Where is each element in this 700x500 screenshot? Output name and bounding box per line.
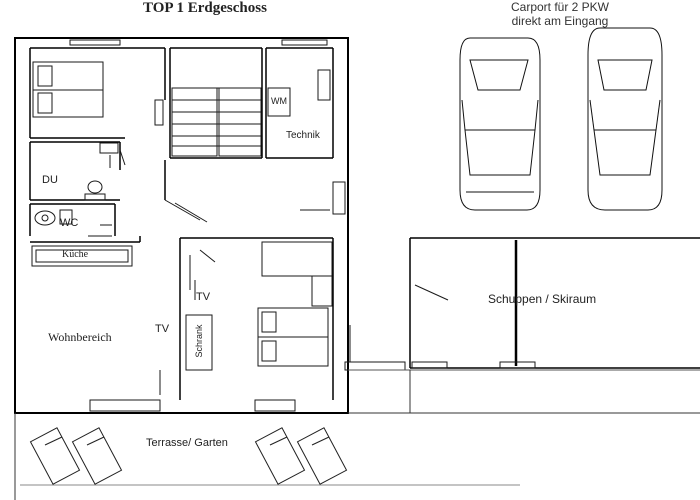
window-icon: [69, 39, 406, 412]
interior-walls: [29, 47, 334, 400]
sunlounger-icon: [29, 427, 348, 485]
room-label-kueche: Küche: [62, 249, 89, 260]
room-label-terrasse: Terrasse/ Garten: [146, 437, 228, 449]
garden-boundary: [14, 369, 700, 500]
carport-line1: Carport für 2 PKW: [510, 0, 610, 14]
door-icon: [100, 149, 449, 395]
room-label-du: DU: [42, 174, 58, 186]
bed-icon: [32, 61, 104, 118]
room-label-schuppen: Schuppen / Skiraum: [488, 292, 597, 306]
stairs-icon: [171, 87, 262, 157]
window-icon: [411, 361, 536, 369]
shower-icon: [99, 142, 119, 168]
room-label-wm: WM: [271, 96, 287, 106]
tv-label-bedroom: TV: [196, 291, 211, 303]
car-icon: [587, 27, 663, 211]
kitchen-counter: [31, 245, 133, 267]
sink-icon: [34, 209, 73, 226]
carport-line2: direkt am Eingang: [511, 14, 609, 28]
car-icon: [459, 37, 541, 211]
room-label-wohnbereich: Wohnbereich: [48, 330, 112, 344]
wardrobe: [261, 241, 333, 277]
toilet-icon: [84, 180, 106, 201]
room-label-wc: WC: [60, 217, 79, 229]
bed-icon: [257, 307, 329, 367]
room-label-technik: Technik: [286, 130, 320, 141]
washing-machine-icon: [267, 87, 291, 117]
carport-label: Carport für 2 PKW direkt am Eingang: [470, 0, 650, 28]
tv-label-living: TV: [155, 323, 170, 335]
window-icon: [154, 99, 164, 126]
wardrobe-schrank: [185, 314, 213, 371]
outer-walls: [14, 37, 349, 414]
shed-walls: [409, 237, 700, 369]
plan-title: TOP 1 Erdgeschoss: [143, 0, 267, 16]
schrank-label: Schrank: [194, 324, 204, 358]
